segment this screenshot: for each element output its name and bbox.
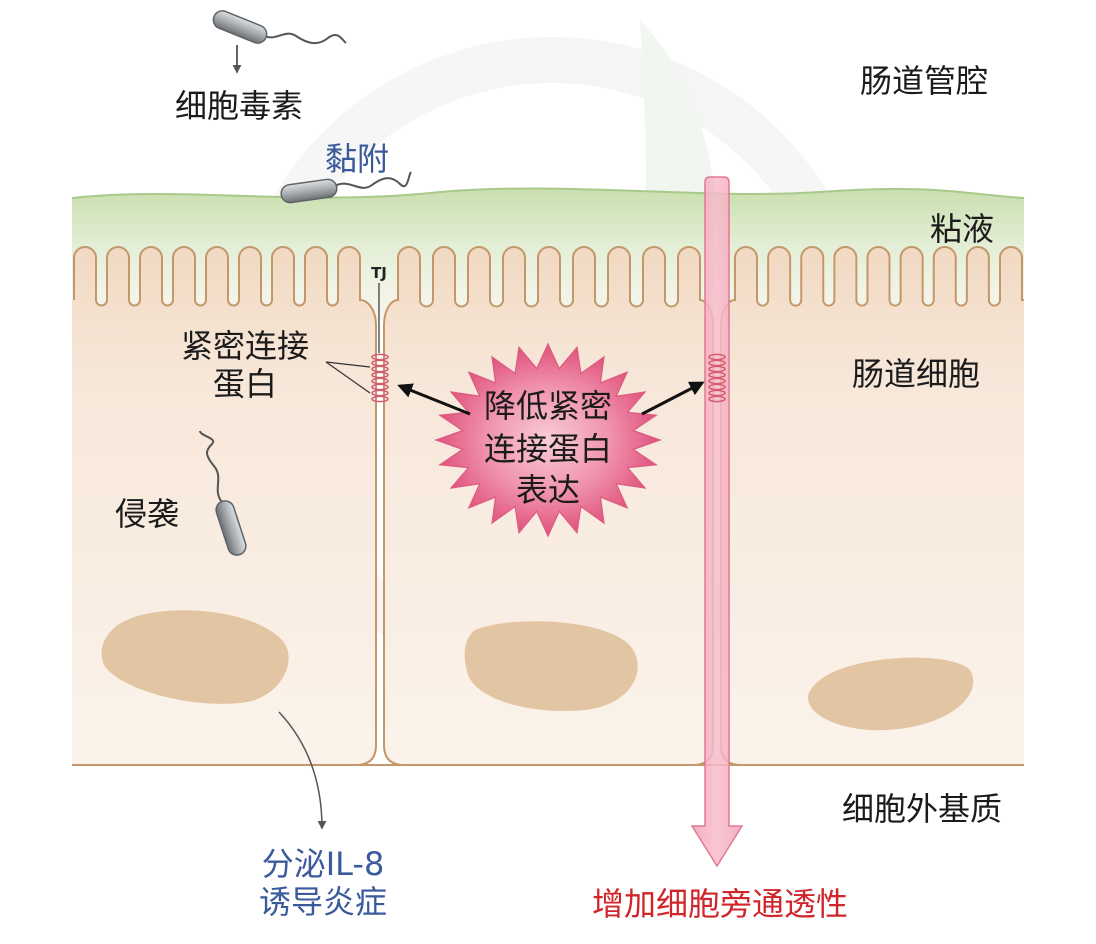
il8-label-line2: 诱导炎症 — [259, 883, 387, 921]
flagellum-icon — [261, 32, 347, 44]
brush-border-middle — [383, 246, 714, 766]
invasion-label: 侵袭 — [115, 495, 179, 533]
cytotoxin-label: 细胞毒素 — [175, 87, 303, 125]
tight-junction-protein-label-line1: 紧密连接 — [181, 327, 309, 365]
bacterium-body — [280, 178, 338, 204]
brush-border-right — [720, 246, 1024, 766]
permeability-arrow — [690, 176, 744, 868]
bacterium-invasion-icon — [199, 430, 247, 556]
tight-junction-left — [371, 353, 389, 403]
intestinal-cells-label: 肠道细胞 — [852, 355, 980, 393]
reduce-tj-expression-line2: 连接蛋白 — [484, 430, 612, 468]
arrow-to-right-junction — [641, 381, 705, 416]
starburst-icon — [434, 342, 662, 538]
intestinal-lumen-label: 肠道管腔 — [860, 62, 988, 100]
nucleus-middle — [464, 621, 638, 711]
il8-label-line1: 分泌IL-8 — [262, 845, 385, 883]
flagellum-icon — [334, 171, 412, 189]
reduce-tj-expression-line1: 降低紧密 — [484, 387, 612, 425]
mucus-surface-line — [71, 187, 1025, 199]
tj-label: TJ — [371, 264, 387, 282]
nucleus-left — [101, 610, 289, 704]
bacterium-cytotoxin-icon — [212, 10, 347, 44]
adhesion-label: 黏附 — [325, 140, 389, 178]
tj-protein-pointer-lower — [325, 361, 371, 394]
tight-junction-right — [708, 353, 726, 403]
watermark-leaf — [560, 20, 716, 560]
tight-junction-protein-label-line2: 蛋白 — [213, 365, 277, 403]
bacterium-adhesion-icon — [280, 171, 412, 204]
bacterium-body — [212, 10, 268, 44]
enterocyte-right — [721, 247, 1024, 765]
mucus-label: 粘液 — [930, 210, 994, 248]
extracellular-matrix-label: 细胞外基质 — [842, 790, 1002, 828]
reduce-tj-expression-line3: 表达 — [516, 471, 580, 509]
paracellular-permeability-label: 增加细胞旁通透性 — [592, 885, 848, 923]
flagellum-icon — [199, 430, 223, 503]
bacterium-body — [215, 500, 247, 556]
tj-protein-pointer-upper — [325, 361, 371, 368]
nucleus-right — [808, 657, 974, 731]
il8-secretion-arrow — [278, 711, 327, 830]
arrow-to-left-junction — [397, 383, 471, 416]
brush-border-left — [73, 246, 377, 766]
